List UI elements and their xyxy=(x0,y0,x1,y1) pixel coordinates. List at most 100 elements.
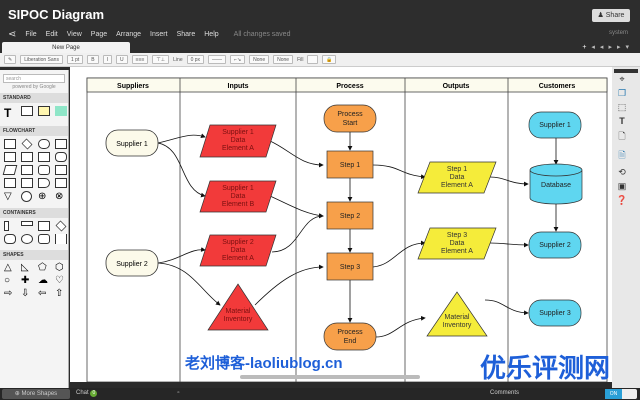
chat-button[interactable]: Chat 0▫ xyxy=(76,390,180,397)
lane-process[interactable]: Process xyxy=(336,83,363,90)
menu-file[interactable]: File xyxy=(25,31,37,38)
menu-edit[interactable]: Edit xyxy=(45,31,58,38)
node-process-start[interactable] xyxy=(323,104,377,133)
manual-op-shape[interactable] xyxy=(21,178,33,188)
text-icon[interactable]: T xyxy=(619,116,625,126)
colored-block-shape[interactable] xyxy=(55,106,67,116)
node-output-1[interactable] xyxy=(417,161,497,194)
node-input-material[interactable] xyxy=(207,283,269,331)
section-flowchart[interactable]: FLOWCHART xyxy=(0,126,68,136)
line-container-shape[interactable] xyxy=(55,234,67,244)
horizontal-container-shape[interactable] xyxy=(21,221,33,226)
diamond-container-shape[interactable] xyxy=(55,220,67,232)
section-containers[interactable]: CONTAINERS xyxy=(0,208,68,218)
bold-button[interactable]: B xyxy=(87,55,99,64)
menu-share[interactable]: Share xyxy=(176,31,196,38)
cross-shape[interactable]: ✚ xyxy=(21,275,30,286)
page-icon[interactable]: 🗋 xyxy=(618,131,626,141)
lane-suppliers[interactable]: Suppliers xyxy=(117,83,149,90)
menu-arrange[interactable]: Arrange xyxy=(116,31,142,38)
rounded-container-shape[interactable] xyxy=(4,234,16,244)
node-step-3[interactable] xyxy=(326,252,374,281)
arrow-up-shape[interactable]: ⇧ xyxy=(55,288,64,299)
arrow-start-select[interactable]: None xyxy=(249,55,270,64)
connector-shape[interactable] xyxy=(21,191,32,202)
internal-storage-shape[interactable] xyxy=(55,165,67,175)
chat-expand-icon[interactable]: ▫ xyxy=(177,390,180,396)
tape-shape[interactable] xyxy=(4,178,16,188)
lane-inputs[interactable]: Inputs xyxy=(228,83,249,90)
arrow-down-shape[interactable]: ⇩ xyxy=(21,288,30,299)
right-triangle-shape[interactable]: ◺ xyxy=(21,262,29,273)
layers-icon[interactable]: ❐ xyxy=(617,88,627,98)
node-customer-2[interactable] xyxy=(528,231,582,259)
octagon-shape[interactable]: ○ xyxy=(4,275,11,286)
crop-icon[interactable]: ⬚ xyxy=(617,102,627,112)
preparation-shape[interactable] xyxy=(55,152,67,162)
ellipse-container-shape[interactable] xyxy=(21,234,33,244)
arrow-right-shape[interactable]: ⇨ xyxy=(4,288,13,299)
menu-view[interactable]: View xyxy=(66,31,82,38)
help-icon[interactable]: ❓ xyxy=(616,195,628,205)
bracket-container-shape[interactable] xyxy=(38,234,50,244)
summing-junction-shape[interactable]: ⊗ xyxy=(55,191,64,202)
underline-button[interactable]: U xyxy=(116,55,128,64)
multi-document-shape[interactable] xyxy=(21,152,33,162)
merge-shape[interactable]: ▽ xyxy=(4,191,12,202)
document-shape[interactable] xyxy=(4,152,16,162)
block-shape[interactable] xyxy=(21,106,33,116)
cloud-shape[interactable]: ☁ xyxy=(38,275,48,286)
node-supplier-2[interactable] xyxy=(105,249,159,277)
italic-button[interactable]: I xyxy=(102,55,113,64)
menu-insert[interactable]: Insert xyxy=(150,31,168,38)
page-controls[interactable]: +◂◂▸▸▾ xyxy=(582,44,634,51)
valign-button[interactable]: ⊤⊥ xyxy=(152,55,170,64)
line-style-select[interactable]: —— xyxy=(208,55,227,64)
align-button[interactable]: ≡≡≡ xyxy=(131,55,149,64)
document-title[interactable]: SIPOC Diagram xyxy=(8,7,105,22)
container-shape[interactable] xyxy=(38,221,50,231)
sipoc-diagram[interactable]: Suppliers Inputs Process Outputs Custome… xyxy=(70,67,612,383)
page-tab[interactable]: New Page xyxy=(2,42,130,54)
arrow-left-shape[interactable]: ⇦ xyxy=(38,288,47,299)
font-size-input[interactable]: 1 pt xyxy=(66,55,84,64)
node-process-end[interactable] xyxy=(323,322,377,351)
comments-toggle[interactable]: ON xyxy=(605,389,637,399)
terminator-shape[interactable] xyxy=(38,139,50,149)
crosshair-icon[interactable]: ⌖ xyxy=(619,74,625,84)
pentagon-shape[interactable]: ⬠ xyxy=(38,262,47,273)
presentation-icon[interactable]: ▣ xyxy=(617,181,627,191)
note-shape[interactable] xyxy=(38,106,50,116)
history-icon[interactable]: ⟲ xyxy=(618,167,626,177)
fill-color-button[interactable] xyxy=(307,55,319,64)
shape-search-input[interactable]: search xyxy=(3,74,65,83)
user-name[interactable]: system xyxy=(608,30,628,36)
more-shapes-button[interactable]: ⊕ More Shapes xyxy=(2,389,70,399)
node-output-2[interactable] xyxy=(417,227,497,260)
section-shapes[interactable]: SHAPES xyxy=(0,250,68,260)
process-shape[interactable] xyxy=(4,139,16,149)
hexagon-shape[interactable]: ⬡ xyxy=(55,262,64,273)
node-input-1[interactable] xyxy=(199,124,277,158)
diagram-canvas[interactable]: Suppliers Inputs Process Outputs Custome… xyxy=(70,67,612,383)
node-customer-3[interactable] xyxy=(528,299,582,327)
node-step-1[interactable] xyxy=(326,150,374,179)
predefined-shape[interactable] xyxy=(55,139,67,149)
image-icon[interactable]: 🗎 xyxy=(618,150,626,160)
card-shape[interactable] xyxy=(55,178,67,188)
menu-help[interactable]: Help xyxy=(204,31,219,38)
delay-shape[interactable] xyxy=(38,178,50,188)
vertical-container-shape[interactable] xyxy=(4,221,9,231)
section-standard[interactable]: STANDARD xyxy=(0,93,68,103)
node-output-material[interactable] xyxy=(426,291,488,337)
lane-customers[interactable]: Customers xyxy=(539,83,576,90)
rounded-shape[interactable] xyxy=(38,165,50,175)
horizontal-scrollbar[interactable] xyxy=(240,375,420,379)
connector-button[interactable]: ⌐↘ xyxy=(230,55,246,64)
line-width-input[interactable]: 0 px xyxy=(186,55,205,64)
node-supplier-1[interactable] xyxy=(105,129,159,157)
node-input-3[interactable] xyxy=(199,234,277,267)
node-step-2[interactable] xyxy=(326,201,374,230)
font-select[interactable]: Liberation Sans xyxy=(20,55,63,64)
lane-outputs[interactable]: Outputs xyxy=(443,83,470,90)
